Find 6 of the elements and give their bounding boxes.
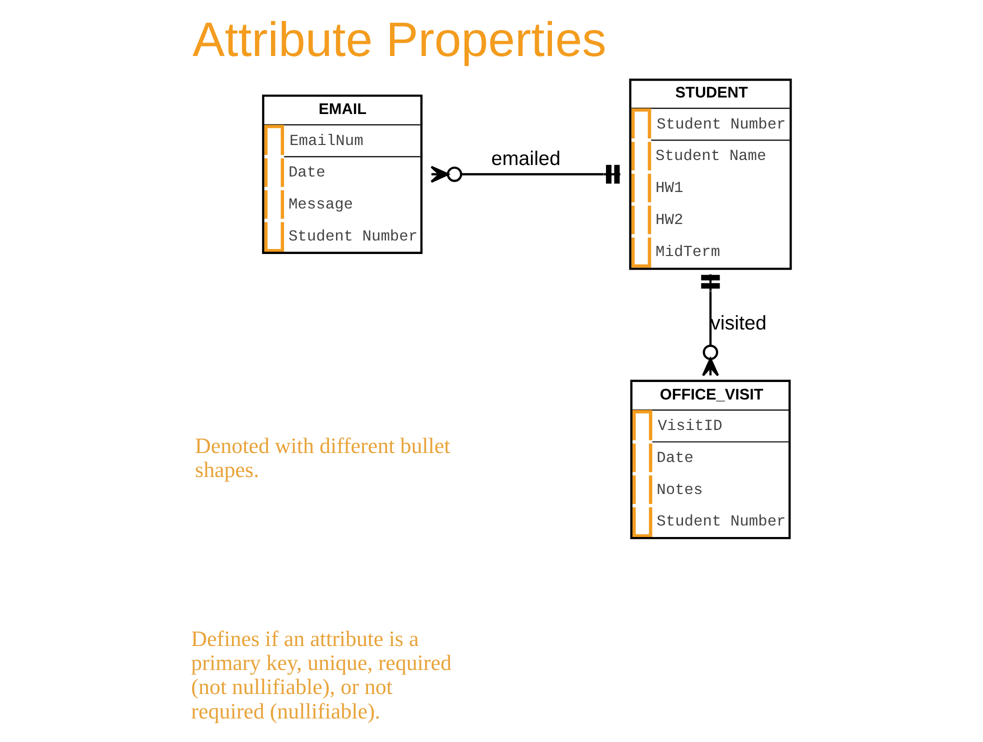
diagram-title: Attribute Properties [192,12,606,67]
label: Denoted with different bullet shapes. [195,432,450,482]
edge-label: visited [710,312,767,335]
connector [430,164,620,184]
label: Defines if an attribute is a primary key, unique, required (not nullifiable), or not required (nullifiable). [191,626,452,724]
edge-label: emailed [491,148,560,170]
